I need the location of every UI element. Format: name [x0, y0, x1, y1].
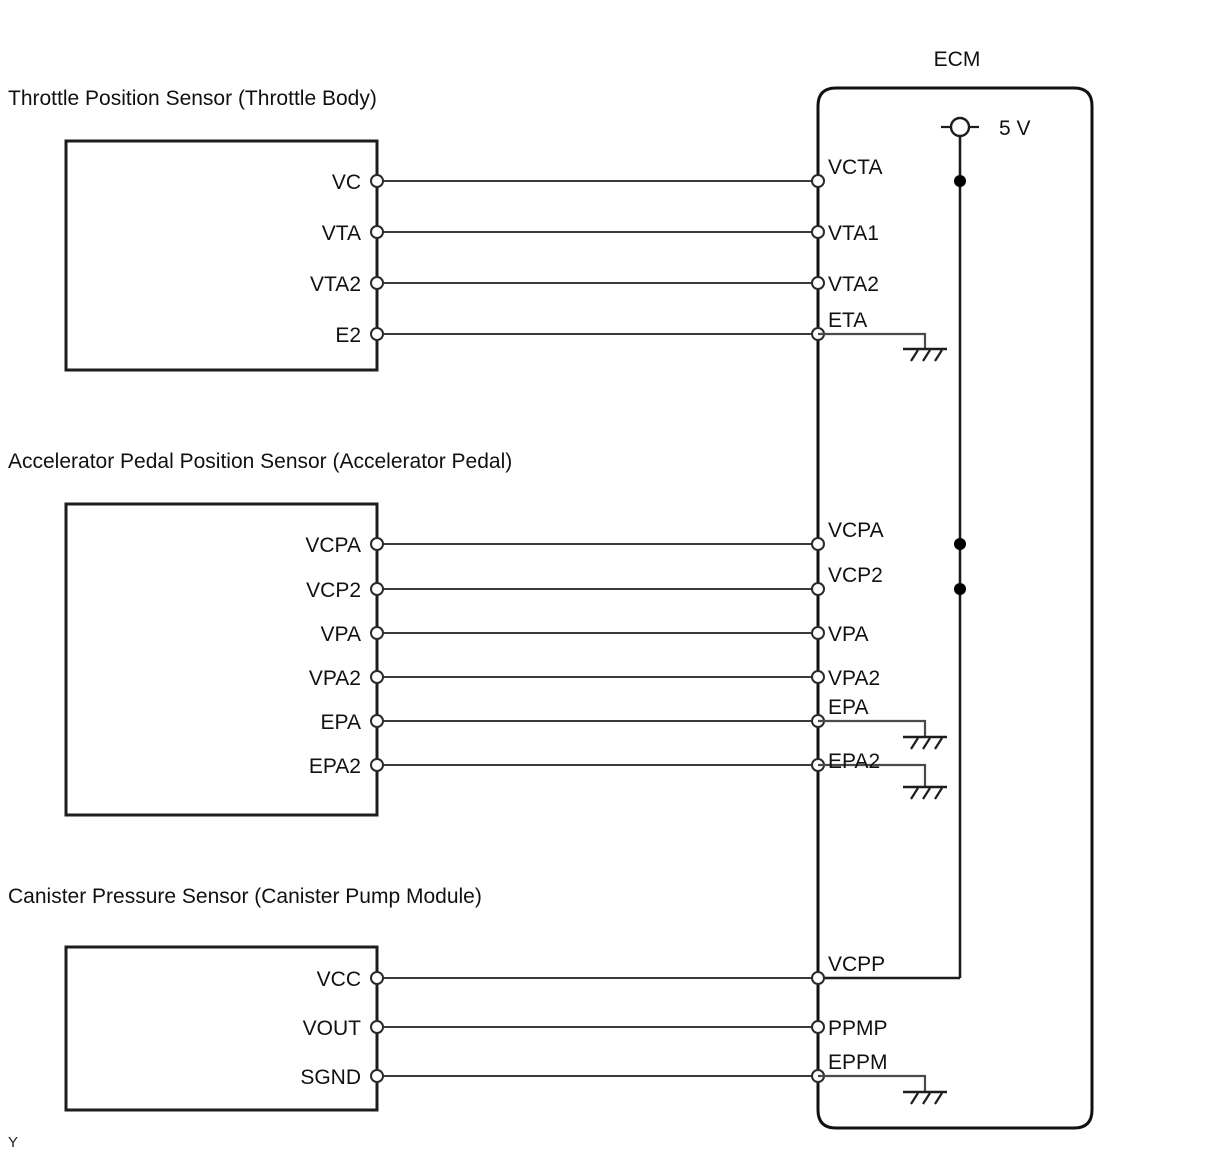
ecm-terminal-vpa2 [811, 670, 825, 684]
section-accelerator-pedal-position-sensor [64, 502, 966, 817]
terminal-epa [370, 714, 384, 728]
ecm-pin-label-epa2: EPA2 [828, 750, 880, 773]
ecm-pin-label-vpa: VPA [828, 623, 868, 646]
junction-vcta-5v [954, 175, 966, 187]
accelerator-sensor-box [64, 502, 379, 817]
ecm-enclosure [816, 86, 1094, 1130]
terminal-epa2 [370, 758, 384, 772]
terminal-vout [370, 1020, 384, 1034]
ecm-terminal-vpa [811, 626, 825, 640]
pin-label-e2: E2 [335, 324, 361, 347]
ecm-terminal-vcp2 [811, 582, 825, 596]
ecm-pin-label-ppmp: PPMP [828, 1017, 888, 1040]
ecm-terminal-vcpp [811, 971, 825, 985]
canister-sensor-box [64, 945, 379, 1112]
ecm-pin-label-eppm: EPPM [828, 1051, 888, 1074]
pin-label-vcpa: VCPA [305, 534, 361, 557]
ground-eta [818, 332, 947, 362]
pin-label-epa: EPA [321, 711, 361, 734]
ecm-pin-label-vta1: VTA1 [828, 222, 879, 245]
pin-label-vta: VTA [322, 222, 361, 245]
ecm-terminal-vta1 [811, 225, 825, 239]
pin-label-vpa2: VPA2 [309, 667, 361, 690]
section-canister-pressure-sensor [64, 945, 947, 1112]
ecm-pin-label-vcpp: VCPP [828, 953, 885, 976]
ground-eppm [818, 1074, 947, 1105]
pin-label-vc: VC [332, 171, 361, 194]
terminal-vta2 [370, 276, 384, 290]
section-title-throttle-position-sensor: Throttle Position Sensor (Throttle Body) [8, 87, 377, 110]
terminal-vcp2 [370, 582, 384, 596]
ecm-pin-label-vta2: VTA2 [828, 273, 879, 296]
pin-label-vcc: VCC [317, 968, 361, 991]
five-volt-rail [818, 116, 979, 980]
section-throttle-position-sensor [64, 139, 966, 372]
ecm-pin-label-vcp2: VCP2 [828, 564, 883, 587]
ecm-terminal-ppmp [811, 1020, 825, 1034]
terminal-vc [370, 174, 384, 188]
junction-vcpa-5v [954, 538, 966, 550]
corner-mark: Y [8, 1134, 18, 1151]
terminal-vpa2 [370, 670, 384, 684]
ground-epa [818, 719, 947, 750]
ecm-pin-label-eta: ETA [828, 309, 867, 332]
terminal-e2 [370, 327, 384, 341]
terminal-vcc [370, 971, 384, 985]
terminal-sgnd [370, 1069, 384, 1083]
pin-label-vta2: VTA2 [310, 273, 361, 296]
section-title-accelerator-pedal-position-sensor: Accelerator Pedal Position Sensor (Accel… [8, 450, 512, 473]
terminal-vpa [370, 626, 384, 640]
ecm-terminal-vta2 [811, 276, 825, 290]
pin-label-sgnd: SGND [300, 1066, 361, 1089]
throttle-sensor-box [64, 139, 379, 372]
terminal-vta [370, 225, 384, 239]
pin-label-vcp2: VCP2 [306, 579, 361, 602]
junction-vcp2-5v [954, 583, 966, 595]
power-source-label: 5 V [999, 117, 1031, 140]
pin-label-vpa: VPA [321, 623, 361, 646]
ground-epa2 [818, 763, 947, 800]
pin-label-vout: VOUT [303, 1017, 362, 1040]
ecm-pin-label-vcpa: VCPA [828, 519, 884, 542]
section-title-canister-pressure-sensor: Canister Pressure Sensor (Canister Pump … [8, 885, 482, 908]
ecm-pin-label-vcta: VCTA [828, 156, 882, 179]
ecm-pin-label-epa: EPA [828, 696, 868, 719]
ecm-terminal-vcta [811, 174, 825, 188]
ecm-title: ECM [934, 48, 981, 71]
ecm-terminal-vcpa [811, 537, 825, 551]
pin-label-epa2: EPA2 [309, 755, 361, 778]
ecm-pin-label-vpa2: VPA2 [828, 667, 880, 690]
terminal-vcpa [370, 537, 384, 551]
